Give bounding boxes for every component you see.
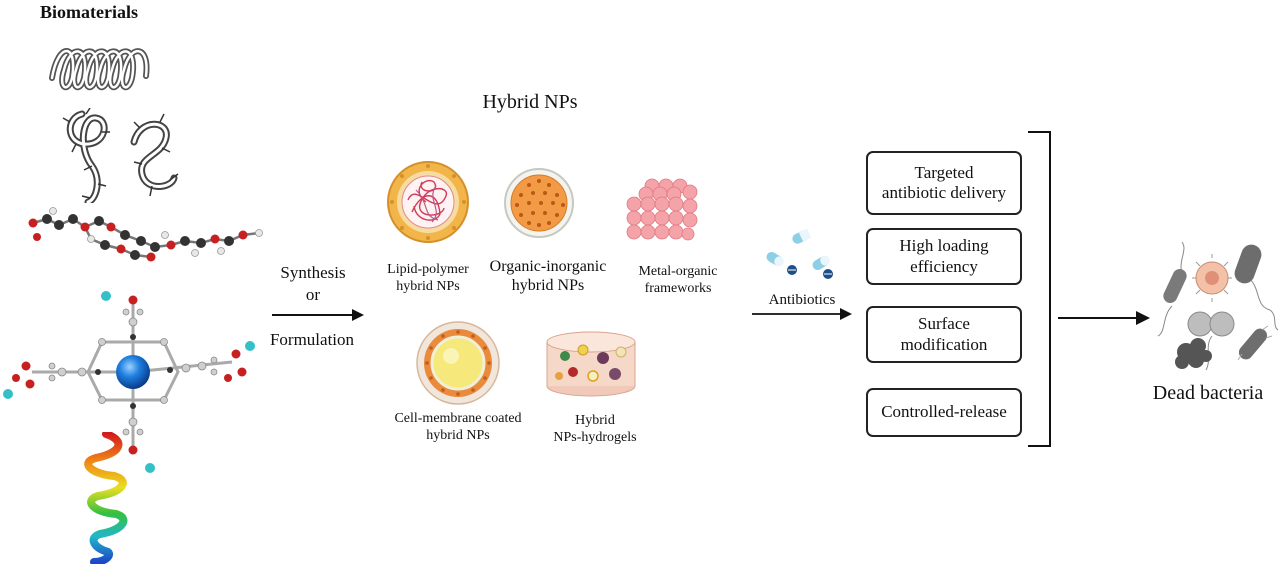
metal-organic-label: Metal-organic frameworks [638,264,718,296]
dead-bacteria-illustration [1157,241,1279,371]
outcome-arrow [1058,311,1150,325]
benefit-high-loading: High loading efficiency [866,228,1022,285]
benefit-label: Targeted antibiotic delivery [881,162,1007,202]
porphyrin-molecule-illustration [3,291,255,473]
biomaterials-title: Biomaterials [40,2,138,22]
benefit-controlled-release: Controlled-release [866,388,1022,437]
peptide-helix-illustration [84,432,128,564]
lipid-polymer-np-icon [387,161,469,243]
benefit-surface-modification: Surface modification [866,306,1022,363]
dead-bacteria-label: Dead bacteria [1152,382,1264,404]
organic-inorganic-label: Organic-inorganic hybrid NPs [489,258,607,294]
synthesis-label: Synthesis [280,263,346,282]
lipid-polymer-label: Lipid-polymer hybrid NPs [387,262,469,294]
metal-organic-framework-icon [626,178,698,241]
benefit-targeted-delivery: Targeted antibiotic delivery [866,151,1022,215]
antibiotics-label: Antibiotics [768,292,836,308]
nps-hydrogel-label: Hybrid NPs-hydrogels [553,413,637,445]
molecular-chain-illustration [28,207,263,262]
or-label: or [305,285,321,304]
coiled-polymer-illustration [49,48,150,91]
synthesis-arrow [272,309,364,321]
cell-membrane-np-icon [416,321,500,405]
organic-inorganic-np-icon [504,168,574,238]
antibiotic-capsules-icon [766,228,833,279]
benefit-label: Surface modification [900,314,988,354]
branched-polymer-illustration [62,108,179,203]
formulation-label: Formulation [269,330,355,349]
nps-hydrogel-icon [546,331,636,397]
benefits-bracket [1028,131,1051,447]
hybrid-nps-title: Hybrid NPs [482,91,578,113]
cell-membrane-label: Cell-membrane coated hybrid NPs [394,411,522,443]
benefit-label: Controlled-release [881,402,1007,422]
antibiotics-arrow [752,308,852,320]
benefit-label: High loading efficiency [899,236,989,276]
